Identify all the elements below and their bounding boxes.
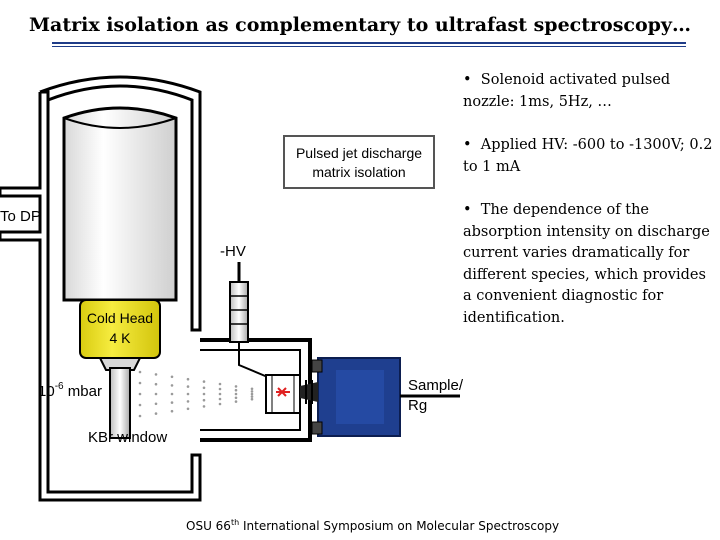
footer-text: OSU 66th International Symposium on Mole… — [186, 518, 560, 533]
valve-bolt-top — [311, 359, 323, 373]
cold-head-label-1: Cold Head — [87, 310, 153, 326]
beam-dot — [138, 403, 142, 407]
label-box — [283, 135, 435, 189]
beam-dot — [154, 382, 158, 386]
bullet-item-3: • The dependence of the absorption inten… — [463, 202, 710, 326]
beam-dot — [138, 414, 142, 418]
beam-dot — [202, 405, 206, 408]
beam-dot — [250, 395, 254, 398]
beam-dot — [202, 380, 206, 383]
discharge-spark — [276, 387, 290, 397]
beam-dot — [218, 397, 222, 401]
valve-bolt-bottom — [311, 421, 323, 435]
chamber-top — [39, 75, 202, 332]
kbr-window — [109, 367, 131, 439]
cold-head — [79, 299, 161, 359]
beam-dot — [218, 402, 222, 406]
beam-dot — [170, 384, 174, 387]
beam-dot — [250, 397, 254, 401]
beam-dot — [138, 381, 142, 385]
to-dp-label: To DP — [0, 208, 41, 225]
cold-head-label-2: 4 K — [109, 330, 131, 346]
beam-dot — [154, 392, 158, 396]
slide-title: Matrix isolation as complementary to ult… — [29, 14, 691, 36]
hv-label: -HV — [220, 243, 246, 260]
beam-dot — [154, 412, 158, 415]
title-divider — [52, 42, 686, 44]
cryostat-cylinder — [62, 106, 178, 302]
beam-dot — [218, 382, 222, 386]
beam-dot — [154, 402, 158, 406]
bullet-item-2: • Applied HV: -600 to -1300V; 0.2 to 1 m… — [463, 137, 713, 175]
beam-dot — [250, 390, 254, 393]
beam-dot — [202, 392, 206, 396]
title-divider-thin — [52, 46, 686, 47]
kbr-window-label: KBr window — [88, 429, 167, 446]
beam-dot — [234, 396, 238, 400]
beam-dot — [170, 409, 174, 413]
bullet-list: • Solenoid activated pulsed nozzle: 1ms,… — [463, 70, 713, 351]
beam-dot — [186, 377, 190, 381]
sample-label-1: Sample/ — [408, 377, 464, 394]
beam-dot — [138, 392, 142, 396]
valve-poppet — [300, 382, 318, 402]
beam-dot — [186, 385, 190, 388]
beam-dot — [138, 370, 142, 374]
bullet-item-1: • Solenoid activated pulsed nozzle: 1ms,… — [463, 72, 671, 110]
beam-dot — [170, 375, 174, 379]
beam-dot — [202, 398, 206, 402]
pressure-label: 10-6 mbar — [38, 381, 102, 400]
beam-dot — [186, 407, 190, 411]
label-box-line-1: Pulsed jet discharge — [296, 145, 422, 161]
beam-dot — [218, 392, 222, 396]
beam-dot — [234, 400, 238, 403]
beam-dot — [202, 386, 206, 390]
beam-dot — [234, 385, 238, 388]
beam-dot — [250, 392, 254, 396]
beam-dot — [186, 392, 190, 396]
beam-dot — [186, 400, 190, 403]
jet-beam — [138, 370, 254, 418]
beam-dot — [234, 392, 238, 396]
sample-label-2: Rg — [408, 397, 427, 414]
hv-feedthrough — [229, 281, 249, 343]
beam-dot — [154, 373, 158, 376]
beam-dot — [250, 387, 254, 391]
beam-dot — [234, 388, 238, 392]
beam-dot — [170, 392, 174, 396]
label-box-line-2: matrix isolation — [312, 164, 405, 180]
beam-dot — [218, 387, 222, 391]
beam-dot — [170, 401, 174, 404]
